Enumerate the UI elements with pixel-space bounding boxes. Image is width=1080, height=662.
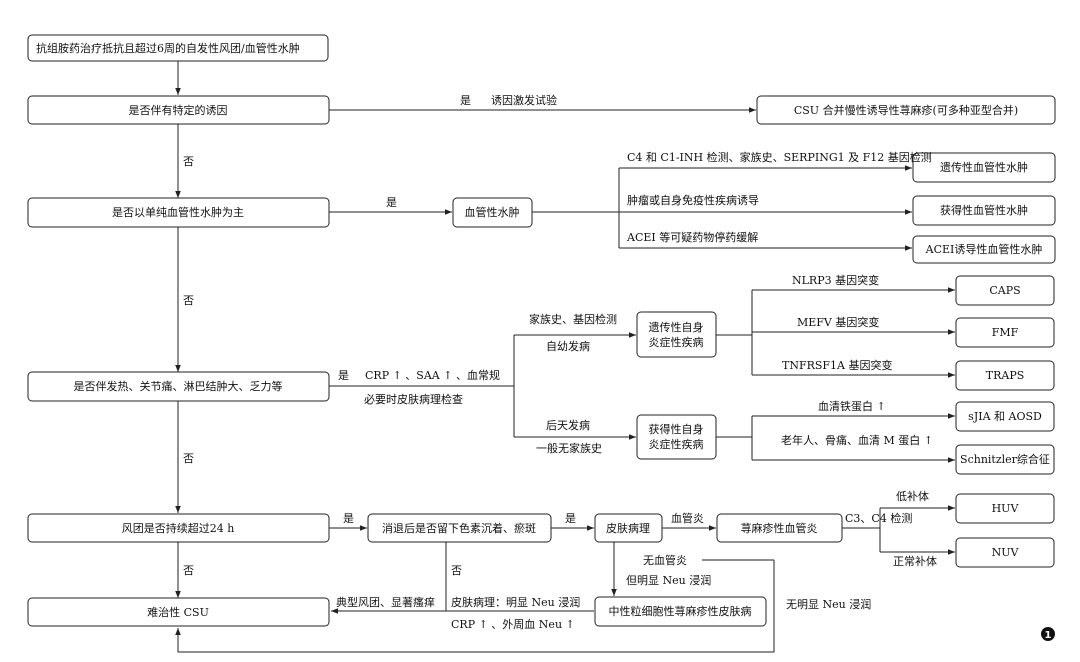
start-text: 抗组胺药治疗抵抗且超过6周的自发性风团/血管性水肿	[36, 41, 300, 55]
no-family-text: 一般无家族史	[536, 441, 602, 455]
acquired-autoinflam-box	[636, 414, 717, 460]
badge-number: 1	[1045, 630, 1052, 641]
csu-induced-text: CSU 合并慢性诱导性荨麻疹(可多种亚型合并)	[794, 103, 1018, 117]
acquired-autoinflam-line1: 获得性自身	[649, 422, 704, 436]
q2-text: 是否以单纯血管性水肿为主	[112, 205, 244, 219]
no-vasculitis-label: 无血管炎	[643, 553, 687, 567]
q5-yes-label: 是	[565, 512, 576, 525]
neutrophilic-text: 中性粒细胞性荨麻疹性皮肤病	[609, 604, 752, 618]
q5-text: 消退后是否留下色素沉着、瘀斑	[382, 521, 536, 535]
q4-text: 风团是否持续超过24 h	[122, 521, 235, 535]
q1-yes-detail: 诱因激发试验	[491, 93, 557, 107]
q1-box	[27, 95, 330, 125]
low-complement-label: 低补体	[896, 489, 929, 503]
traps-text: TRAPS	[986, 369, 1025, 382]
q3-yes-label: 是	[338, 369, 349, 382]
refractory-csu-box	[27, 597, 330, 627]
q5-no-label: 否	[451, 564, 462, 577]
caps-box	[955, 275, 1055, 306]
crp-saa-text: CRP ↑ 、SAA ↑ 、血常规	[365, 368, 500, 382]
aae-text: 获得性血管性水肿	[940, 203, 1028, 217]
pathology-box	[594, 513, 663, 543]
c3c4-label: C3、C4 检测	[845, 511, 912, 525]
q3-text: 是否伴发热、关节痛、淋巴结肿大、乏力等	[74, 379, 283, 393]
refractory-csu-text: 难治性 CSU	[147, 605, 209, 619]
sjia-box	[955, 401, 1055, 432]
ferritin-text: 血清铁蛋白 ↑	[818, 399, 886, 413]
traps-box	[955, 360, 1055, 391]
schnitzler-text: Schnitzler综合征	[960, 452, 1050, 466]
mefv-text: MEFV 基因突变	[797, 315, 879, 329]
c4-text: C4 和 C1-INH 检测、家族史、SERPING1 及 F12 基因检测	[627, 150, 932, 164]
tnfrsf-text: TNFRSF1A 基因突变	[782, 358, 892, 372]
nuv-box	[955, 537, 1055, 568]
hereditary-autoinflam-box	[636, 311, 717, 358]
huv-box	[955, 493, 1055, 524]
edge-labels: 是 诱因激发试验 否 是 C4 和 C1-INH 检测、家族史、SERPING1…	[183, 93, 937, 631]
crp-neu-label: CRP ↑ 、外周血 Neu ↑	[451, 617, 575, 631]
q1-no-label: 否	[183, 155, 194, 168]
hereditary-autoinflam-line1: 遗传性自身	[649, 320, 704, 334]
q3-box	[27, 371, 330, 402]
biopsy-text: 必要时皮肤病理检查	[364, 392, 463, 406]
q4-yes-label: 是	[343, 512, 354, 525]
hae-text: 遗传性血管性水肿	[940, 160, 1028, 174]
vasculitis-label: 血管炎	[671, 511, 704, 525]
start-box	[27, 34, 329, 62]
schnitzler-box	[955, 444, 1055, 475]
nlrp3-text: NLRP3 基因突变	[792, 273, 879, 287]
angioedema-text: 血管性水肿	[465, 205, 520, 219]
tumor-text: 肿瘤或自身免疫性疾病诱导	[627, 193, 759, 207]
urticarial-vasculitis-text: 荨麻疹性血管炎	[741, 521, 818, 535]
hereditary-autoinflam-line2: 炎症性疾病	[649, 335, 704, 349]
acei-text: ACEI 等可疑药物停药缓解	[626, 230, 758, 244]
connectors	[175, 61, 955, 653]
box-labels: 抗组胺药治疗抵抗且超过6周的自发性风团/血管性水肿 是否伴有特定的诱因 CSU …	[36, 41, 1050, 619]
q2-no-label: 否	[183, 294, 194, 307]
q3-no-label: 否	[183, 452, 194, 465]
csu-induced-box	[756, 95, 1056, 125]
pathology-text: 皮肤病理	[606, 521, 650, 535]
q2-box	[27, 197, 330, 228]
huv-text: HUV	[992, 502, 1020, 515]
urticarial-vasculitis-box	[716, 513, 843, 543]
normal-complement-label: 正常补体	[893, 554, 937, 568]
neu-obvious-label: 但明显 Neu 浸润	[626, 573, 711, 587]
q1-yes-label: 是	[460, 94, 471, 107]
boxes	[27, 34, 1056, 627]
hae-box	[912, 152, 1056, 183]
acquired-onset-text: 后天发病	[546, 418, 590, 432]
nuv-text: NUV	[992, 546, 1020, 559]
q5-box	[367, 513, 552, 543]
caps-text: CAPS	[989, 284, 1020, 297]
elderly-text: 老年人、骨痛、血清 M 蛋白 ↑	[781, 433, 933, 447]
figure-badge: 1	[1041, 627, 1055, 641]
acei-ae-text: ACEI诱导性血管性水肿	[925, 242, 1043, 256]
q1-text: 是否伴有特定的诱因	[129, 103, 228, 117]
no-neu-label: 无明显 Neu 浸润	[786, 597, 871, 611]
angioedema-box	[452, 197, 533, 228]
typical-wheal-label: 典型风团、显著瘙痒	[336, 595, 435, 609]
pathology-neu-label: 皮肤病理：明显 Neu 浸润	[451, 595, 580, 609]
acei-ae-box	[912, 235, 1056, 264]
sjia-text: sJIA 和 AOSD	[968, 410, 1042, 423]
q2-yes-label: 是	[386, 196, 397, 209]
acquired-autoinflam-line2: 炎症性疾病	[649, 437, 704, 451]
fmf-text: FMF	[992, 326, 1019, 339]
family-history-text: 家族史、基因检测	[529, 312, 617, 326]
aae-box	[912, 195, 1056, 226]
childhood-onset-text: 自幼发病	[546, 339, 590, 353]
q4-box	[27, 513, 330, 543]
q4-no-label: 否	[183, 564, 194, 577]
fmf-box	[955, 317, 1055, 348]
neutrophilic-box	[594, 596, 767, 627]
